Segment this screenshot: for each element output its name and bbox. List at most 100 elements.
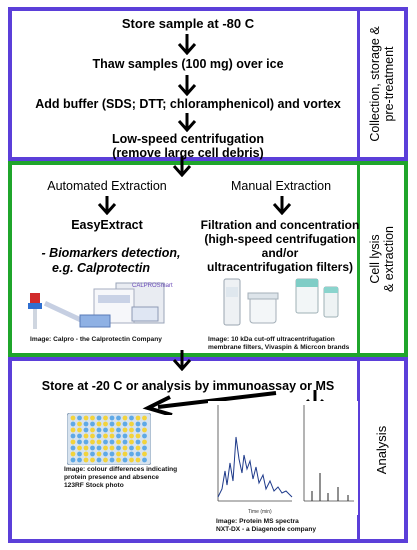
analysis-side-label: Analysis	[357, 361, 404, 539]
down-arrow-icon	[97, 196, 117, 215]
plate-well	[135, 451, 141, 457]
plate-well	[70, 421, 76, 427]
plate-well	[103, 433, 108, 439]
plate-well	[109, 439, 115, 445]
plate-well	[109, 415, 115, 421]
plate-well	[109, 451, 115, 457]
plate-well	[96, 415, 102, 421]
plate-well	[122, 445, 128, 451]
plate-well	[135, 433, 141, 439]
plate-well	[90, 445, 95, 451]
plate-well	[103, 445, 108, 451]
plate-well	[77, 421, 82, 427]
plate-well	[103, 439, 108, 445]
plate-well	[77, 445, 82, 451]
ms-caption-line1: Image: Protein MS spectra	[216, 518, 299, 525]
kit-image-caption: Image: Calpro - the Calprotectin Company	[30, 336, 162, 343]
plate-well	[135, 457, 141, 463]
plate-well	[103, 421, 108, 427]
easyextract-label: EasyExtract	[71, 218, 143, 232]
plate-well	[70, 427, 76, 433]
plate-well	[103, 451, 108, 457]
plate-well	[122, 415, 128, 421]
diagonal-arrow-icon	[142, 391, 277, 415]
plate-well	[109, 427, 115, 433]
store-20-heading: Store at -20 C or analysis by immunoassa…	[41, 379, 335, 393]
plate-well	[83, 415, 89, 421]
plate-well	[116, 445, 121, 451]
plate-well	[90, 421, 95, 427]
plate-well	[135, 445, 141, 451]
plate-well	[129, 415, 134, 421]
plate-well	[129, 427, 134, 433]
plate-well	[129, 457, 134, 463]
plate-well	[135, 421, 141, 427]
plate-well	[103, 457, 108, 463]
plate-well	[142, 445, 147, 451]
plate-well	[83, 427, 89, 433]
calprosmart-brand: CALPROSmart	[132, 283, 173, 289]
plate-well	[83, 421, 89, 427]
collection-side-label: Collection, storage & pre-treatment	[357, 11, 404, 157]
plate-well	[109, 445, 115, 451]
biomarkers-note: - Biomarkers detection,	[41, 246, 181, 260]
step-centrifuge-note: (remove large cell debris)	[112, 146, 264, 160]
down-arrow-icon	[172, 350, 192, 371]
plate-well	[83, 433, 89, 439]
plate-well	[77, 415, 82, 421]
plate-well	[109, 433, 115, 439]
plate-well	[96, 439, 102, 445]
spectrum-x-axis-label: Time (min)	[248, 509, 272, 515]
plate-well	[116, 427, 121, 433]
plate-well	[129, 421, 134, 427]
plate-well	[103, 427, 108, 433]
plate-well	[142, 451, 147, 457]
lysis-panel: Cell lysis & extraction Automated Extrac…	[8, 161, 408, 357]
plate-well	[96, 427, 102, 433]
plate-well	[116, 451, 121, 457]
plate-well	[70, 457, 76, 463]
plate-well	[135, 415, 141, 421]
filtration-line1: Filtration and concentration	[200, 218, 360, 232]
plate-well	[122, 451, 128, 457]
plate-well	[109, 457, 115, 463]
plate-well	[77, 433, 82, 439]
ms-spectra-image: Time (min)	[208, 401, 358, 515]
plate-well	[96, 451, 102, 457]
lysis-side-label: Cell lysis & extraction	[357, 165, 404, 353]
plate-well	[90, 433, 95, 439]
plate-well	[90, 451, 95, 457]
plate-well	[83, 451, 89, 457]
lysis-side-label-line2: & extraction	[382, 225, 396, 293]
step-store-80: Store sample at -80 C	[121, 16, 255, 31]
plate-well	[70, 445, 76, 451]
plate-well	[70, 433, 76, 439]
plate-well	[77, 457, 82, 463]
plate-well	[70, 439, 76, 445]
plate-well	[90, 439, 95, 445]
plate-well	[135, 439, 141, 445]
plate-well	[103, 415, 108, 421]
plate-well	[142, 421, 147, 427]
plate-well	[83, 445, 89, 451]
plate-well	[122, 457, 128, 463]
step-centrifuge: Low-speed centrifugation	[111, 132, 265, 146]
plate-well	[90, 427, 95, 433]
plate-well	[122, 439, 128, 445]
ultrafiltration-filters-image	[223, 278, 339, 326]
step-add-buffer: Add buffer (SDS; DTT; chloramphenicol) a…	[35, 97, 341, 111]
filtration-line4: ultracentrifugation filters)	[206, 260, 353, 274]
plate-well	[129, 439, 134, 445]
filtration-line2: (high-speed centrifugation	[204, 232, 356, 246]
collection-panel: Collection, storage & pre-treatment Stor…	[8, 7, 408, 161]
plate-well	[116, 457, 121, 463]
filtration-line3: and/or	[261, 246, 299, 260]
down-arrow-icon	[177, 34, 197, 55]
plate-well	[122, 433, 128, 439]
lysis-side-label-line1: Cell lysis	[368, 234, 382, 284]
down-arrow-icon	[272, 196, 292, 215]
step-thaw: Thaw samples (100 mg) over ice	[92, 57, 284, 71]
down-arrow-icon	[177, 75, 197, 96]
analysis-side-label-text: Analysis	[374, 425, 389, 475]
plate-well	[70, 415, 76, 421]
